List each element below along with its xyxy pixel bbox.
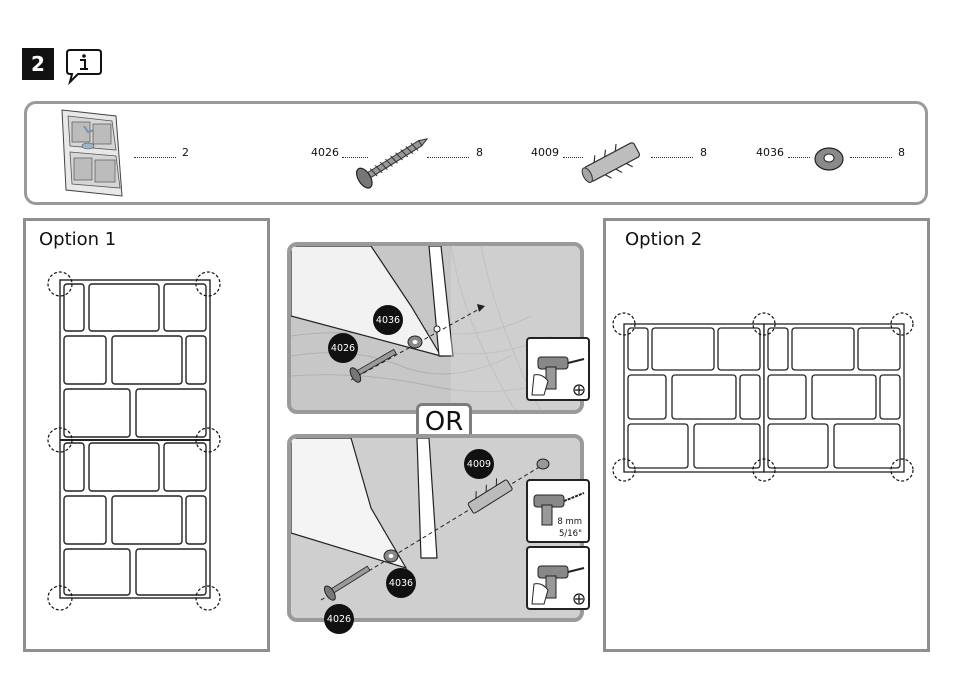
or-label: OR: [424, 407, 464, 437]
wall-mount-illustration: [291, 438, 550, 601]
code-dots: [342, 157, 368, 158]
drill-tool-box: 8 mm 5/16": [526, 479, 590, 543]
screwdriver-tool-box-2: [526, 546, 590, 610]
code-dots: [563, 157, 583, 158]
part-code: 4036: [756, 146, 784, 159]
wall-organizer-unit-icon: [61, 109, 123, 197]
phillips-bit-icon: [573, 384, 585, 396]
drill-bit-size-inch: 5/16": [559, 529, 582, 539]
part-qty: 8: [898, 146, 905, 159]
parts-list-box: [24, 101, 928, 205]
wall-plug-icon: [581, 142, 641, 183]
option1-title: Option 1: [39, 229, 117, 250]
part-qty: 2: [182, 146, 189, 159]
option2-title: Option 2: [625, 229, 703, 250]
part-qty: 8: [700, 146, 707, 159]
cordless-screwdriver-icon: [531, 565, 585, 605]
step-number: 2: [31, 52, 45, 76]
callout-screw-code: 4026: [324, 604, 354, 634]
callout-washer-code: 4036: [386, 568, 416, 598]
option1-vertical-organizer-diagram: [47, 271, 221, 611]
callout-screw-code: 4026: [328, 333, 358, 363]
step-number-badge: 2: [22, 48, 54, 80]
wood-mount-scene: [287, 242, 584, 414]
callout-washer-code: 4036: [373, 305, 403, 335]
screw-icon: [355, 138, 429, 189]
qty-dots: [427, 157, 469, 158]
option2-panel: Option 2: [603, 218, 930, 652]
wood-mount-illustration: [291, 246, 580, 410]
phillips-bit-icon: [573, 593, 585, 605]
cordless-screwdriver-icon: [531, 356, 585, 396]
qty-dots: [651, 157, 693, 158]
callout-plug-code: 4009: [464, 449, 494, 479]
part-code: 4026: [311, 146, 339, 159]
option1-panel: Option 1: [23, 218, 270, 652]
drill-bit-size-mm: 8 mm: [557, 517, 582, 527]
power-drill-icon: [533, 492, 585, 526]
qty-dots: [850, 157, 892, 158]
info-bubble-icon: [66, 49, 102, 86]
part-code: 4009: [531, 146, 559, 159]
option2-horizontal-organizer-diagram: [612, 312, 914, 482]
qty-dots: [134, 157, 176, 158]
code-dots: [788, 157, 810, 158]
part-qty: 8: [476, 146, 483, 159]
washer-icon: [814, 147, 844, 171]
screwdriver-tool-box: [526, 337, 590, 401]
